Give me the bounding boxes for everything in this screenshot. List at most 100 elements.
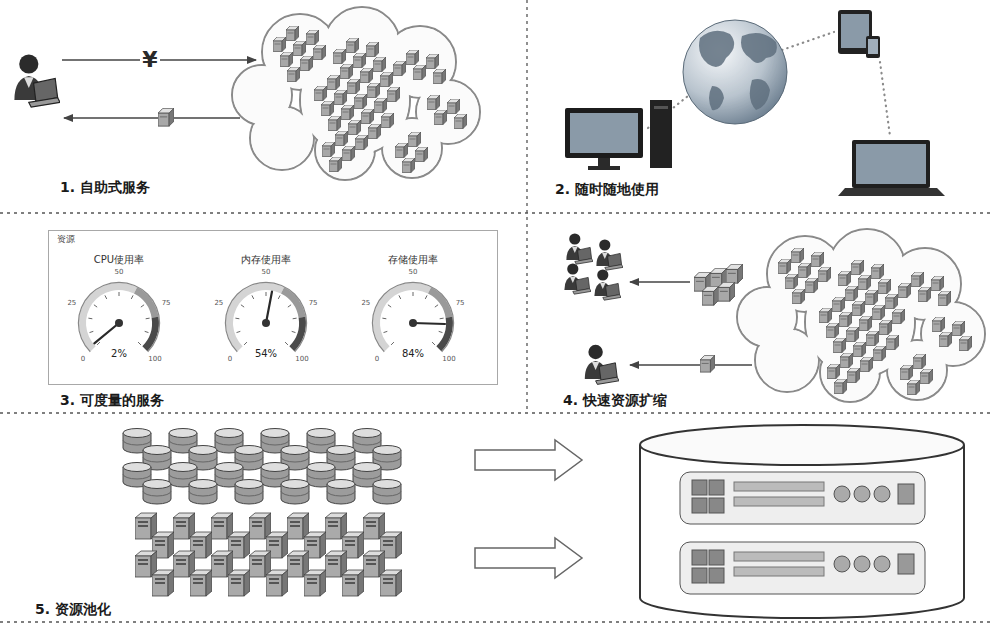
resource-pooling-figure-part-part [734, 497, 824, 506]
server-cloud-part [939, 332, 952, 347]
anywhere-figure-part [868, 39, 878, 54]
resource-pooling-figure-part-part [680, 542, 925, 594]
server-cloud-part [393, 61, 406, 76]
resource-pooling-figure-part-part [854, 556, 870, 572]
server-cloud [232, 7, 480, 180]
server-cloud-part [433, 69, 446, 84]
resource-pooling-figure-part-part [680, 472, 925, 524]
server-cloud-part [347, 79, 360, 94]
server-cloud-part [360, 68, 373, 83]
server-cloud-part [865, 290, 878, 305]
section-caption: 2. 随时随地使用 [555, 180, 659, 198]
server-cloud-part [931, 276, 944, 291]
anywhere-figure-part [699, 31, 777, 110]
anywhere-figure [565, 10, 945, 196]
gauge-dial-part-part [281, 287, 306, 317]
server-cloud-part [938, 291, 951, 306]
server-cloud-part [738, 288, 796, 346]
server-cloud-part [287, 67, 300, 82]
resource-pooling-figure-part [640, 445, 964, 618]
gauge-dial-part-part [252, 295, 254, 299]
server-cloud-part [434, 110, 447, 125]
resource-pooling-figure-part-part [692, 550, 707, 565]
resource-pooling-figure-part-part [709, 498, 724, 513]
elastic-scaling-figure-part [726, 264, 743, 283]
anywhere-figure-part [588, 166, 620, 170]
server-cloud-part [959, 336, 972, 351]
anywhere-figure-part-part [880, 62, 890, 136]
server-cloud-part [342, 146, 355, 161]
server-cloud-part [819, 308, 832, 323]
section-dividers-part [526, 0, 527, 413]
server-cloud-part [859, 316, 872, 331]
elastic-scaling-figure-part [564, 263, 591, 294]
storage-pool-part [327, 480, 355, 505]
server-cloud-part [871, 264, 884, 279]
panel-title: 资源 [57, 234, 75, 245]
gauge-dial-part [78, 282, 160, 352]
server-cloud-part [826, 323, 839, 338]
gauge-dial-part-part [292, 331, 296, 332]
server-cloud-part [913, 354, 926, 369]
server-cloud-part [395, 143, 408, 158]
gauge-title: 内存使用率 [241, 253, 291, 266]
server-cloud-part [329, 157, 342, 172]
feature-section: 1. 自助式服务 [0, 0, 527, 213]
feature-section: 2. 随时随地使用 [527, 0, 991, 213]
resource-pooling-figure-part-part [874, 556, 890, 572]
gauge-tick-label: 75 [309, 299, 318, 307]
gauge-dial-part-part [94, 323, 119, 343]
server-cloud-part [866, 331, 879, 346]
resource-pooling-figure-part [680, 542, 925, 594]
elastic-scaling-figure-part [718, 282, 735, 301]
gauge-dial-part-part [90, 331, 94, 332]
section-dividers-part [0, 212, 991, 213]
server-cloud-part [321, 101, 334, 116]
server-cloud-part [354, 94, 367, 109]
server-cloud-part [798, 263, 811, 278]
server-pool [135, 513, 402, 596]
server-cloud-part [886, 335, 899, 350]
anywhere-figure-part-part [709, 86, 724, 110]
server-cloud-part [408, 132, 421, 147]
gauge-tick-label: 25 [67, 299, 76, 307]
resource-pooling-figure-part [475, 440, 582, 480]
server-cloud-part [368, 124, 381, 139]
self-service-figure-part [14, 54, 60, 107]
gauge-dial-part-part [285, 342, 288, 345]
usage-gauge: 存储使用率84%0255075100 [348, 253, 478, 383]
server-cloud-part [840, 353, 853, 368]
server-cloud-part [811, 252, 824, 267]
section-dividers-part [0, 621, 991, 622]
anywhere-figure-part [841, 14, 869, 48]
gauge-dial-part-part [388, 305, 391, 307]
gauge-dial-part-part [119, 292, 120, 296]
server-cloud-part [858, 275, 871, 290]
server-cloud-part [340, 64, 353, 79]
server-cloud-part [380, 72, 393, 87]
resource-pooling-figure-part-part [734, 552, 824, 561]
gauge-tick-label: 100 [442, 355, 455, 363]
gauge-dial-part-part [293, 318, 297, 320]
server-cloud-part [832, 297, 845, 312]
server-cloud-part [413, 65, 426, 80]
anywhere-figure-part [856, 144, 926, 184]
section-caption: 4. 快速资源扩缩 [563, 391, 667, 409]
section-caption: 3. 可度量的服务 [60, 391, 164, 409]
gauge-dial-part-part [373, 283, 431, 351]
gauge-dial-part-part [409, 319, 417, 327]
gauge-dial-part [225, 282, 307, 352]
server-pool-part [304, 570, 326, 596]
elastic-scaling-figure-part [585, 345, 619, 385]
gauge-dial-part-part [432, 342, 435, 345]
gauge-dial-part-part [145, 331, 149, 332]
gauge-dial-part-part [382, 318, 386, 320]
gauge-dial-part-part [289, 317, 306, 352]
server-cloud-part [426, 54, 439, 69]
resource-pooling-figure-part-part [834, 556, 850, 572]
server-cloud-part [900, 365, 913, 380]
server-cloud-part [333, 49, 346, 64]
gauge-tick-label: 25 [361, 299, 370, 307]
server-cloud-part [846, 327, 859, 342]
gauge-dial-part-part [138, 342, 141, 345]
